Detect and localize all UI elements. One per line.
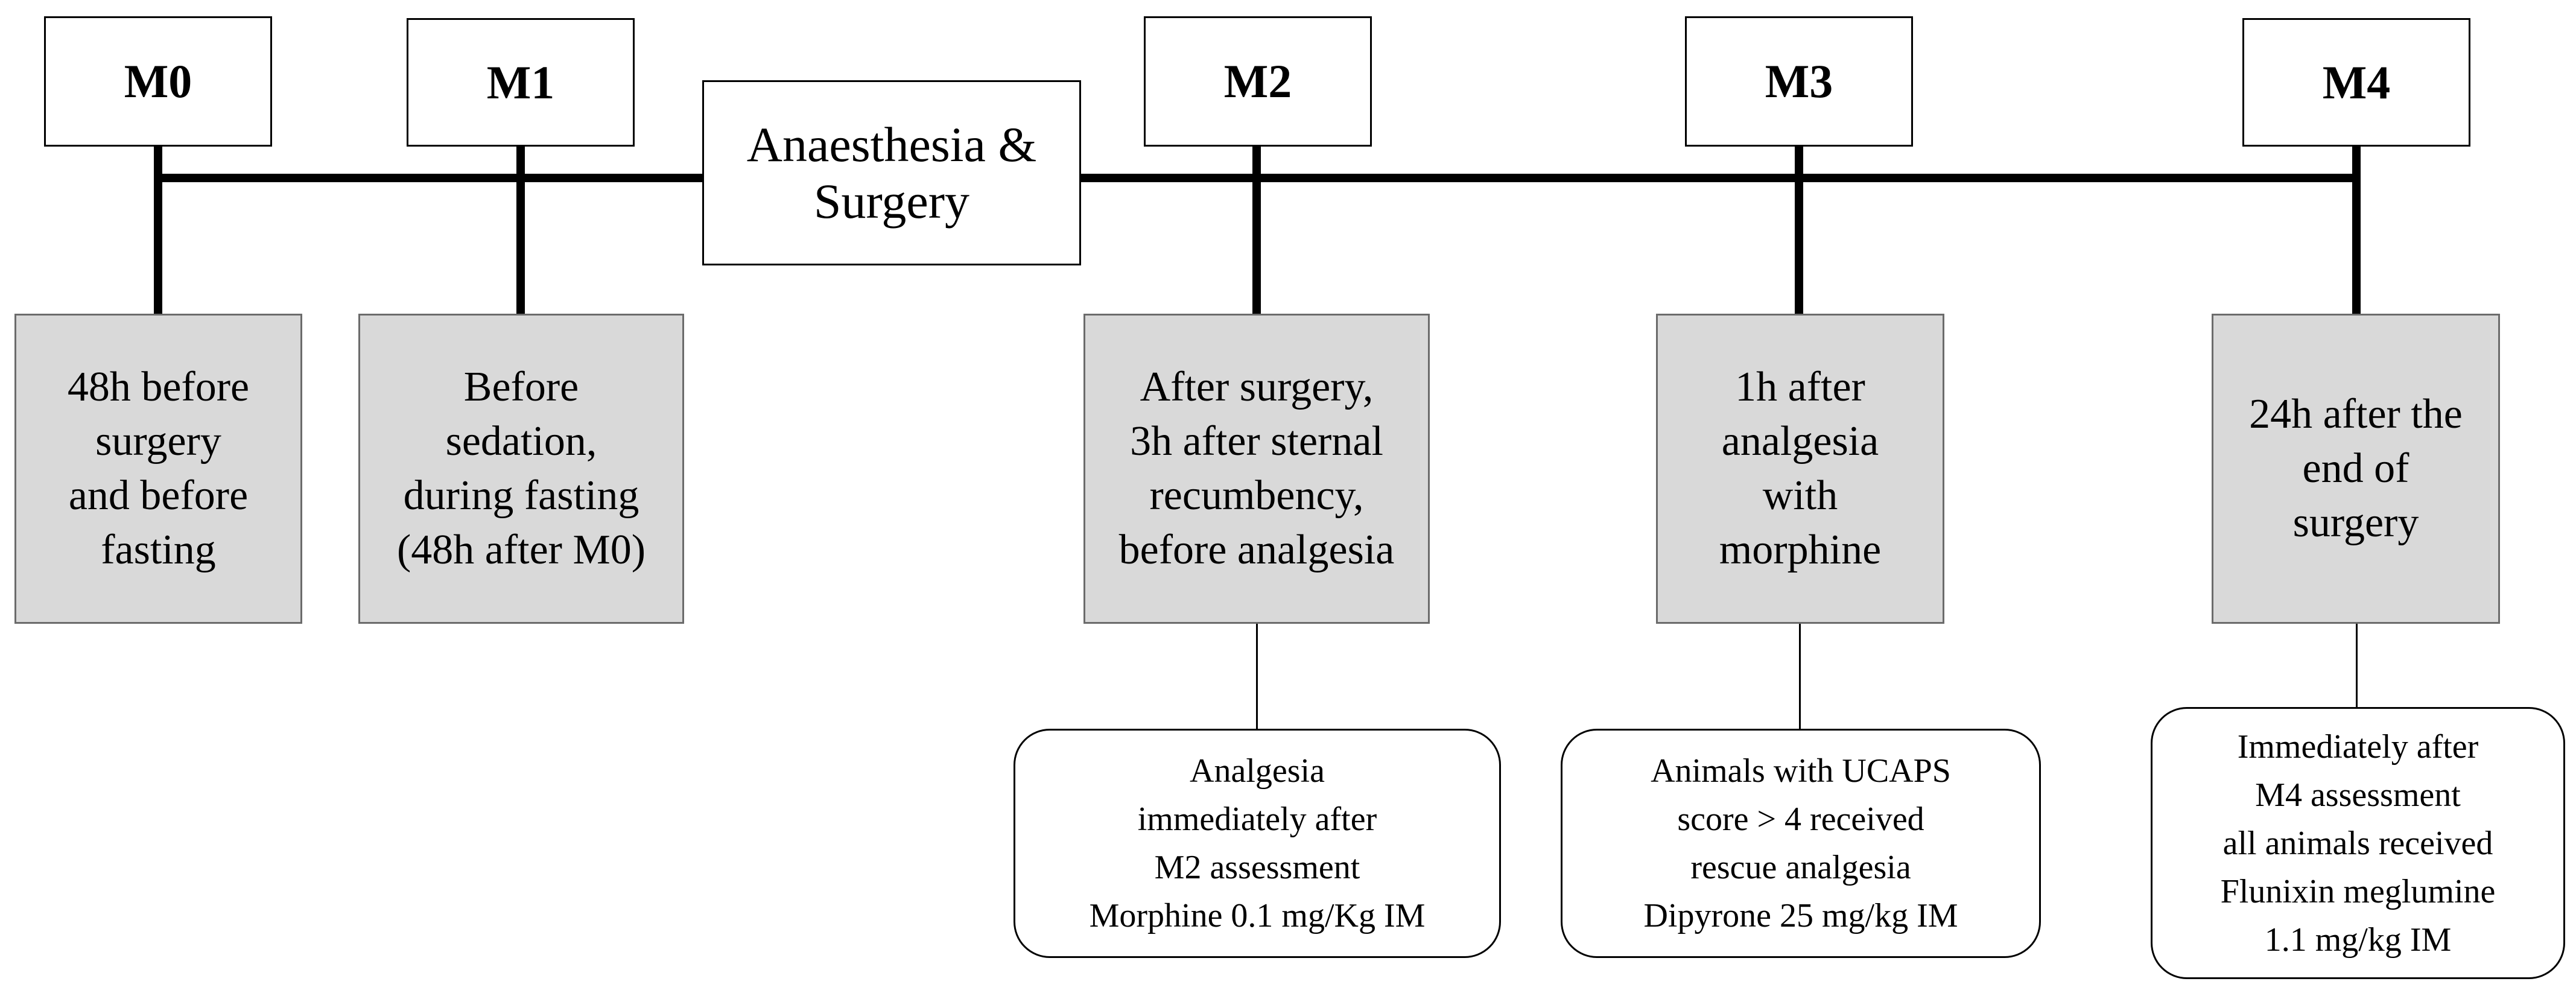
milestone-m2-box: M2 bbox=[1144, 16, 1372, 147]
milestone-m0-box: M0 bbox=[44, 16, 272, 147]
milestone-m2-label: M2 bbox=[1223, 55, 1292, 107]
m3-note: Animals with UCAPS score > 4 received re… bbox=[1643, 752, 1958, 934]
m2-connector bbox=[1252, 145, 1261, 314]
m4-note-connector bbox=[2356, 624, 2358, 708]
m1-description-box: Before sedation, during fasting (48h aft… bbox=[358, 314, 684, 624]
m2-note: Analgesia immediately after M2 assessmen… bbox=[1089, 752, 1426, 934]
m2-note-connector bbox=[1256, 624, 1258, 730]
milestone-m1-label: M1 bbox=[486, 56, 555, 109]
m0-description: 48h before surgery and before fasting bbox=[67, 364, 250, 573]
m0-connector bbox=[154, 145, 162, 314]
m3-description-box: 1h after analgesia with morphine bbox=[1656, 314, 1944, 624]
milestone-m1-box: M1 bbox=[407, 18, 635, 147]
m1-description: Before sedation, during fasting (48h aft… bbox=[396, 364, 646, 573]
procedure-label: Anaesthesia & Surgery bbox=[746, 116, 1037, 229]
m2-description: After surgery, 3h after sternal recumben… bbox=[1118, 364, 1395, 573]
m3-note-connector bbox=[1799, 624, 1801, 730]
milestone-m3-label: M3 bbox=[1765, 55, 1833, 107]
m3-description: 1h after analgesia with morphine bbox=[1719, 364, 1882, 573]
m3-note-box: Animals with UCAPS score > 4 received re… bbox=[1561, 729, 2041, 958]
m0-description-box: 48h before surgery and before fasting bbox=[14, 314, 302, 624]
m4-description-box: 24h after the end of surgery bbox=[2212, 314, 2500, 624]
m2-description-box: After surgery, 3h after sternal recumben… bbox=[1083, 314, 1430, 624]
m4-connector bbox=[2352, 145, 2361, 314]
m1-connector bbox=[516, 145, 525, 314]
milestone-m3-box: M3 bbox=[1685, 16, 1913, 147]
m4-note-box: Immediately after M4 assessment all anim… bbox=[2151, 707, 2565, 979]
procedure-box: Anaesthesia & Surgery bbox=[702, 80, 1081, 265]
milestone-m4-label: M4 bbox=[2322, 56, 2391, 109]
milestone-m4-box: M4 bbox=[2242, 18, 2470, 147]
m4-description: 24h after the end of surgery bbox=[2249, 391, 2463, 546]
m3-connector bbox=[1795, 145, 1803, 314]
m2-note-box: Analgesia immediately after M2 assessmen… bbox=[1014, 729, 1501, 958]
milestone-m0-label: M0 bbox=[124, 55, 192, 107]
m4-note: Immediately after M4 assessment all anim… bbox=[2220, 728, 2496, 959]
